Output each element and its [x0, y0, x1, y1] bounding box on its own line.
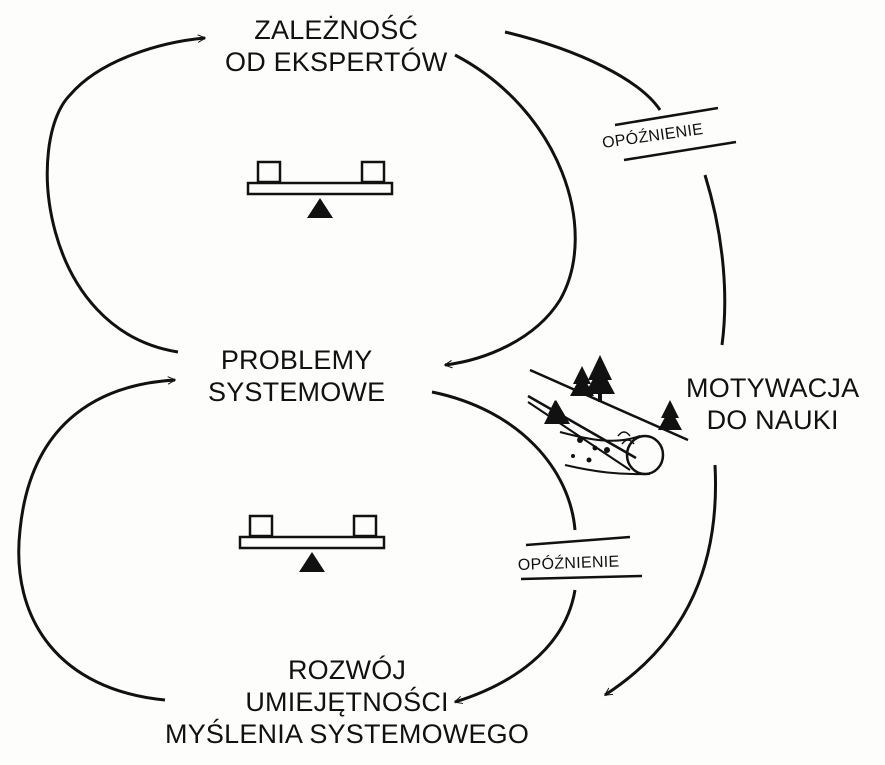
arrow-problems-to-skills-after-delay — [454, 589, 577, 704]
arrow-dependence-to-motivation — [504, 30, 662, 111]
node-learning-motivation-line-1: MOTYWACJA — [686, 373, 860, 403]
node-systems-thinking-line-3: MYŚLENIA SYSTEMOWEGO — [165, 719, 530, 749]
balance-seesaw-icon — [238, 514, 386, 572]
node-expert-dependence-line-2: OD EKSPERTÓW — [225, 47, 448, 77]
node-learning-motivation-line-2: DO NAUKI — [706, 405, 839, 435]
node-systems-thinking-line-1: ROZWÓJ — [287, 655, 407, 685]
node-system-problems: PROBLEMY SYSTEMOWE — [208, 344, 385, 408]
arrow-dependence-to-problems — [444, 53, 577, 369]
arrow-skills-to-problems — [17, 376, 176, 702]
arrow-problems-to-skills — [431, 390, 577, 531]
downhill-snowball-icon — [527, 355, 689, 476]
node-system-problems-line-2: SYSTEMOWE — [208, 377, 386, 407]
arrow-problems-to-dependence — [45, 34, 206, 354]
node-learning-motivation: MOTYWACJA DO NAUKI — [686, 372, 859, 436]
balance-seesaw-icon — [246, 160, 394, 218]
node-systems-thinking: ROZWÓJ UMIEJĘTNOŚCI MYŚLENIA SYSTEMOWEGO — [165, 654, 529, 750]
arrow-dependence-to-motivation-after-delay — [703, 174, 727, 346]
node-expert-dependence-line-1: ZALEŻNOŚĆ — [254, 15, 419, 45]
node-systems-thinking-line-2: UMIEJĘTNOŚCI — [245, 687, 449, 717]
arrow-motivation-to-skills — [604, 464, 718, 697]
node-expert-dependence: ZALEŻNOŚĆ OD EKSPERTÓW — [225, 14, 447, 78]
node-system-problems-line-1: PROBLEMY — [220, 345, 373, 375]
delay-marker-upper: OPÓŹNIENIE — [601, 106, 737, 162]
delay-marker-lower: OPÓŹNIENIE — [517, 535, 643, 581]
delay-label-lower: OPÓŹNIENIE — [517, 551, 619, 574]
